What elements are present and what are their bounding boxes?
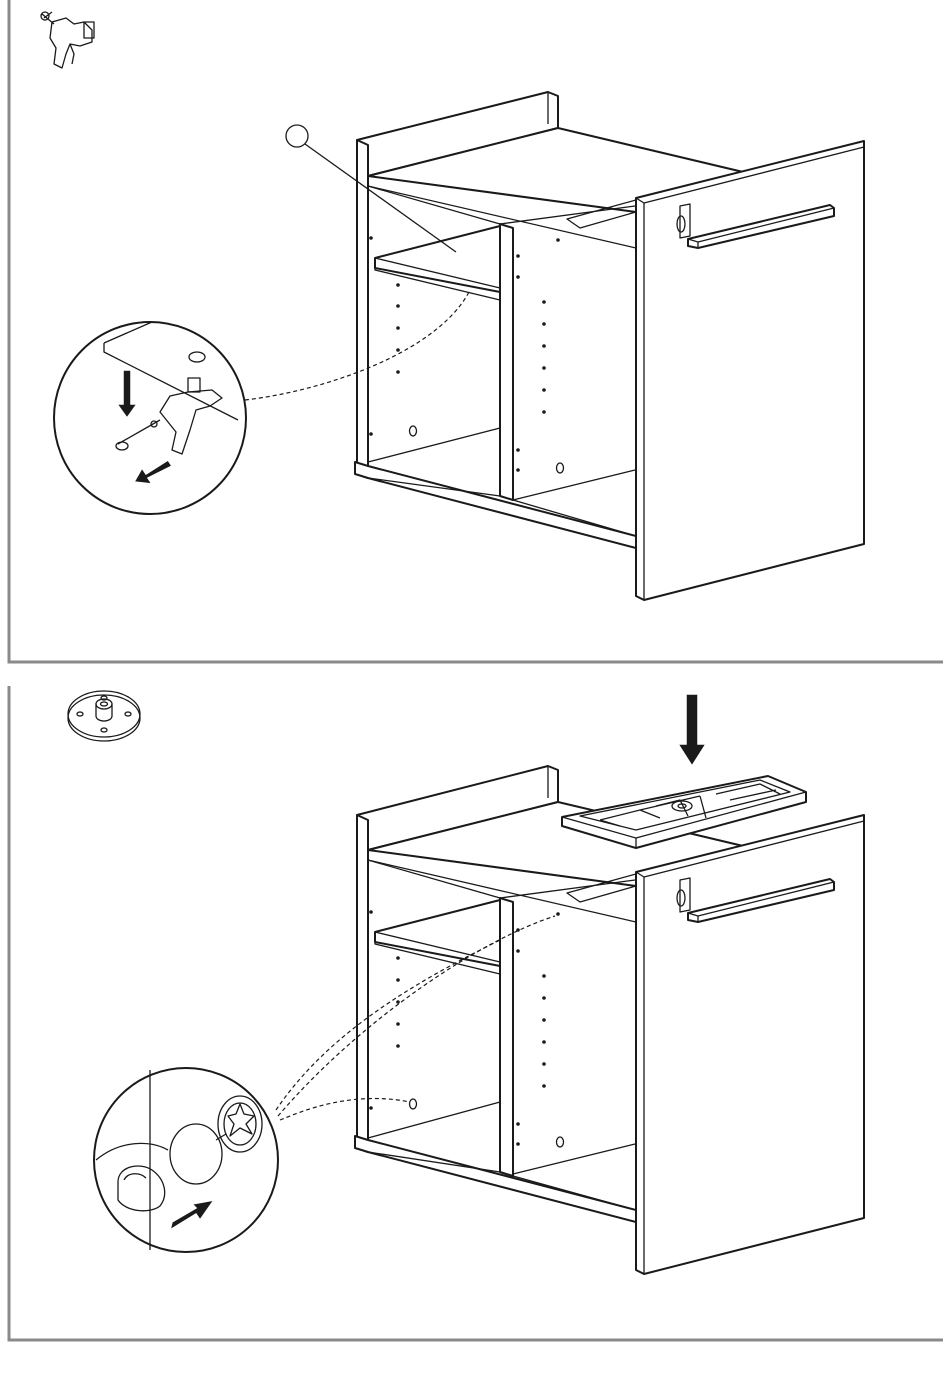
detail-zoom-1 [54, 322, 246, 514]
cabinet-step-1 [355, 92, 864, 600]
detail-zoom-2 [94, 1068, 278, 1252]
shelf-support-pin-icon [41, 12, 94, 68]
detail-connector-2a [280, 1098, 410, 1120]
step-2-panel [9, 686, 943, 1340]
down-arrow [678, 694, 706, 766]
shelf-holes-right [516, 238, 563, 473]
round-cam-fitting-icon [68, 691, 140, 741]
cabinet-step-2 [355, 766, 864, 1274]
step-1-panel [9, 0, 943, 662]
shelf-holes-right-2 [516, 912, 563, 1147]
